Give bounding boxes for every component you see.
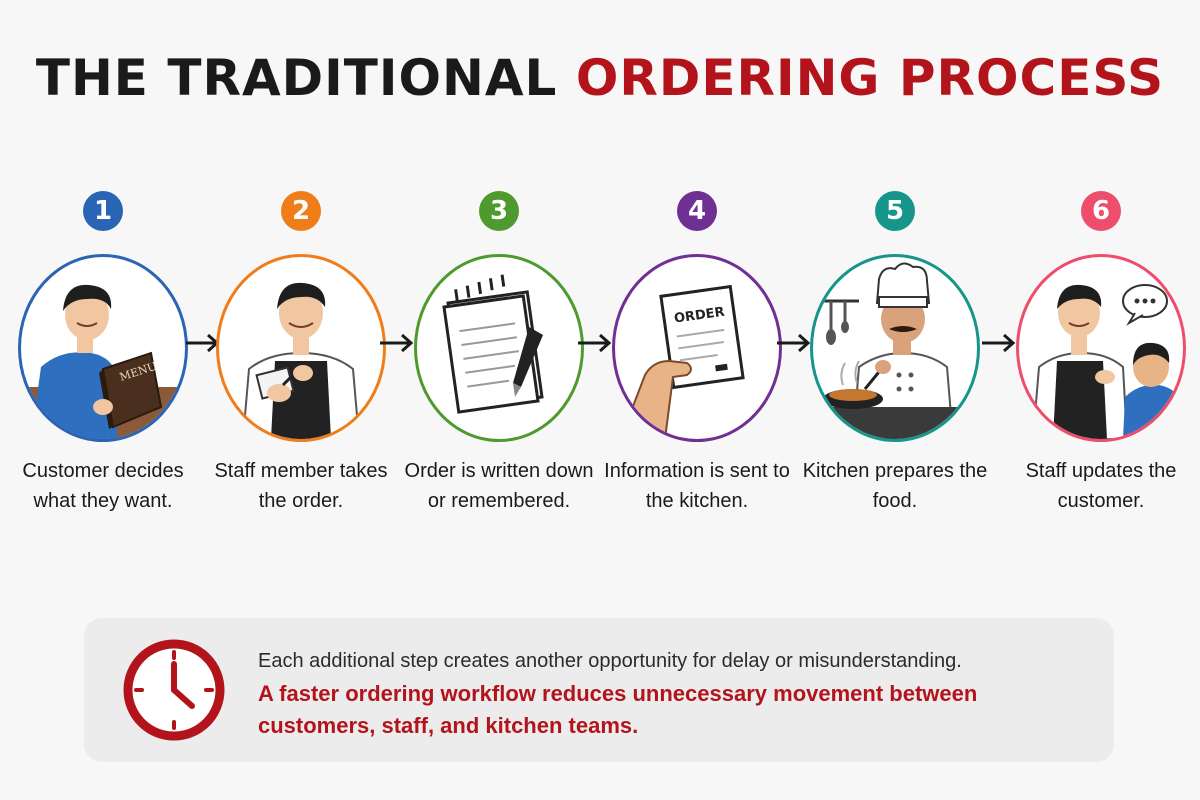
step-number-badge: 6 — [1081, 191, 1121, 231]
arrow-right-icon — [380, 333, 414, 353]
callout-text: Each additional step creates another opp… — [258, 650, 962, 672]
waiter-writing-order-icon — [241, 282, 361, 439]
step-number-badge: 2 — [281, 191, 321, 231]
step-number-badge: 5 — [875, 191, 915, 231]
step-illustration-circle — [216, 254, 386, 442]
step-3: 3 Order is written down or remembered. — [405, 0, 593, 600]
ticket-label: ORDER — [673, 305, 725, 327]
arrow-right-icon — [982, 333, 1016, 353]
step-illustration-circle — [1016, 254, 1186, 442]
step-illustration-circle — [414, 254, 584, 442]
clock-icon — [123, 639, 225, 741]
step-number-badge: 1 — [83, 191, 123, 231]
step-2: 2 Staff member takes the order. — [214, 0, 388, 600]
step-caption: Information is sent to the kitchen. — [604, 460, 790, 512]
callout-highlight: A faster ordering workflow reduces unnec… — [258, 681, 978, 738]
step-4: 4 ORDER Information is sent to the kitch… — [604, 0, 790, 600]
chef-cooking-icon — [813, 262, 977, 439]
process-steps: 1 MENU Customer decides what they want. … — [18, 0, 1186, 600]
step-number-badge: 4 — [677, 191, 717, 231]
order-ticket-icon: ORDER — [624, 284, 745, 439]
customer-reading-menu-icon: MENU — [21, 284, 185, 439]
step-illustration-circle — [810, 254, 980, 442]
step-illustration-circle: ORDER — [612, 254, 782, 442]
notepad-and-pen-icon — [442, 274, 544, 414]
title-part-1: THE TRADITIONAL — [35, 49, 558, 107]
title-part-2: ORDERING PROCESS — [575, 49, 1165, 107]
step-caption: Customer decides what they want. — [22, 460, 184, 512]
step-illustration-circle: MENU — [18, 254, 188, 442]
arrow-right-icon — [777, 333, 811, 353]
step-caption: Order is written down or remembered. — [404, 460, 594, 512]
step-1: 1 MENU Customer decides what they want. — [18, 0, 188, 600]
step-caption: Staff member takes the order. — [214, 460, 388, 512]
step-6: 6 Staff updates the customer. — [1016, 0, 1186, 600]
summary-callout: Each additional step creates another opp… — [84, 618, 1114, 762]
step-5: 5 Kitchen prepares — [803, 0, 987, 600]
step-caption: Kitchen prepares the food. — [802, 460, 988, 512]
waiter-talking-to-customer-icon — [1031, 284, 1183, 439]
arrow-right-icon — [578, 333, 612, 353]
page-title: THE TRADITIONAL ORDERING PROCESS — [0, 48, 1200, 108]
step-caption: Staff updates the customer. — [1025, 460, 1177, 512]
step-number-badge: 3 — [479, 191, 519, 231]
